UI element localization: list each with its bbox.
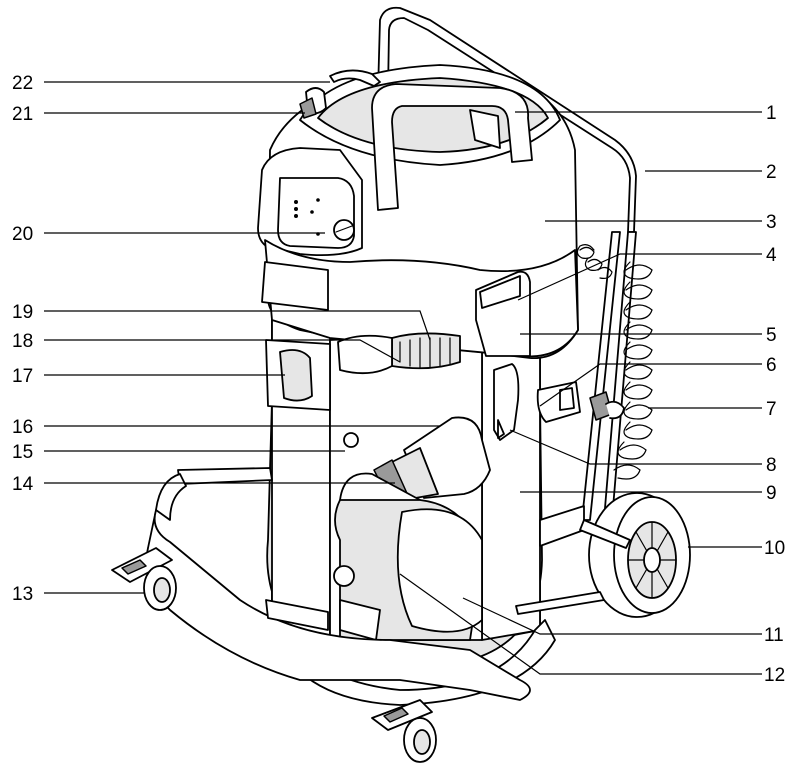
callout-13: 13 xyxy=(12,584,33,605)
callout-10: 10 xyxy=(764,538,785,559)
front-left-caster xyxy=(111,547,177,611)
hose-clip xyxy=(493,363,520,441)
callout-3: 3 xyxy=(766,212,777,233)
side-compartment xyxy=(261,261,329,311)
leader-lines xyxy=(44,81,762,675)
callout-1: 1 xyxy=(766,103,777,124)
machine-illustration xyxy=(111,6,691,763)
carrying-handle xyxy=(371,83,533,211)
chassis-frame xyxy=(145,509,531,701)
callout-12: 12 xyxy=(764,665,785,686)
callout-21: 21 xyxy=(12,104,33,125)
callout-22: 22 xyxy=(12,73,33,94)
callout-9: 9 xyxy=(766,483,777,504)
spiral-cable xyxy=(576,244,613,279)
callout-15: 15 xyxy=(12,442,33,463)
callout-numbers: 1 2 3 4 5 6 7 8 9 10 11 12 13 14 15 16 1… xyxy=(12,73,785,686)
wheel xyxy=(588,492,691,618)
callout-7: 7 xyxy=(766,399,777,420)
callout-14: 14 xyxy=(12,474,34,495)
callout-17: 17 xyxy=(12,366,33,387)
callout-6: 6 xyxy=(766,355,777,376)
callout-18: 18 xyxy=(12,331,33,352)
front-right-caster xyxy=(371,699,437,763)
callout-19: 19 xyxy=(12,302,33,323)
callout-2: 2 xyxy=(766,162,777,183)
filter-cartridge xyxy=(391,332,461,370)
callout-5: 5 xyxy=(766,325,777,346)
callout-8: 8 xyxy=(766,455,777,476)
callout-4: 4 xyxy=(766,245,777,266)
callout-11: 11 xyxy=(764,625,784,646)
callout-20: 20 xyxy=(12,224,33,245)
callout-16: 16 xyxy=(12,417,33,438)
knob xyxy=(343,432,359,448)
